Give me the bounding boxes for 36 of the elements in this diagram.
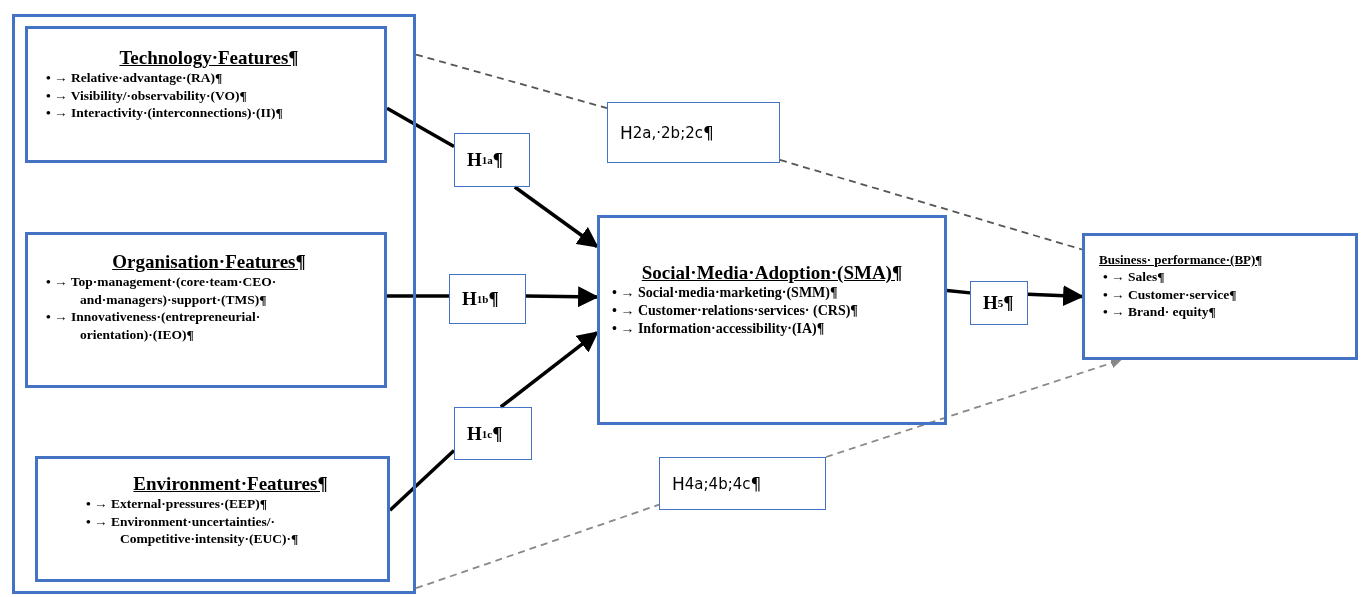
list-item: • → Social·media·marketing·(SMM)¶: [612, 284, 839, 302]
list-item: • → Environment·uncertainties/· Competitive·intensity·(EUC)·¶: [86, 512, 300, 548]
heading: Technology·Features¶: [118, 47, 300, 69]
list-item: • → Information·accessibility·(IA)¶: [612, 320, 826, 339]
list-item: • → Customer·service¶: [1103, 285, 1238, 304]
heading: Business· performance·(BP)¶: [1099, 252, 1264, 268]
list-item: • → External·pressures·(EEP)¶: [86, 495, 269, 513]
connector-line: [415, 503, 660, 590]
arrow: [825, 357, 1122, 458]
list-item: • → Visibility/·observability·(VO)¶: [46, 86, 248, 105]
connector-line: [388, 449, 456, 512]
connector-line: [386, 106, 455, 149]
arrow: [1027, 285, 1085, 307]
arrow: [525, 286, 600, 308]
list-item: • → Relative·advantage·(RA)¶: [46, 69, 224, 87]
list-item: • → Sales¶: [1103, 268, 1166, 286]
feature-box: [35, 456, 390, 582]
connector-line: [415, 53, 608, 109]
feature-box: [25, 26, 387, 163]
list-item: • → Innovativeness·(entrepreneurial· orientation)·(IEO)¶: [46, 308, 262, 344]
connector-line: [387, 294, 449, 298]
list-item: • → Interactivity·(interconnections)·(II)¶: [46, 104, 284, 122]
connector-line: [946, 288, 971, 295]
heading: Environment·Features¶: [132, 473, 329, 495]
connector-line: [779, 159, 1083, 251]
feature-box: [1082, 233, 1358, 360]
list-item: • → Customer·relations·services· (CRS)¶: [612, 302, 859, 321]
feature-box: [25, 232, 387, 388]
list-item: • → Top·management·(core·team·CEO· and·managers)·support·(TMS)¶: [46, 273, 278, 309]
arrow: [513, 185, 599, 248]
list-item: • → Brand· equity¶: [1103, 303, 1217, 321]
arrow: [499, 331, 599, 409]
feature-box: [597, 215, 947, 425]
heading: Social·Media·Adoption·(SMA)¶: [640, 262, 904, 284]
heading: Organisation·Features¶: [111, 251, 307, 273]
group-box: [12, 14, 416, 594]
